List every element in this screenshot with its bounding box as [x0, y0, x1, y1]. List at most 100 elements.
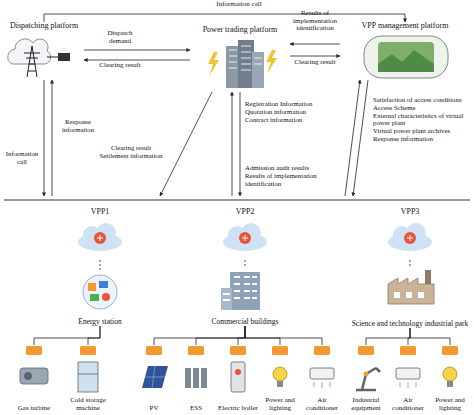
flow-arrows: [240, 92, 241, 196]
device-icons: [364, 372, 369, 377]
vpp-cloud-icon: [242, 235, 248, 241]
device-icons: [201, 368, 207, 388]
device-node: Air conditioner: [301, 345, 343, 413]
label-group: Registration InformationQuotation inform…: [245, 100, 345, 123]
flow-label: Admission audit results: [245, 164, 340, 172]
device-icons: [396, 368, 420, 379]
flow-label: Contract information: [245, 116, 345, 124]
device-icons: [78, 374, 98, 375]
node-label: Commercial buildings: [212, 318, 279, 326]
device-icons: [235, 369, 241, 375]
device-node: Industrial equipment: [345, 345, 387, 413]
connector: [245, 326, 322, 345]
edge-label: Dispatch demand: [98, 30, 142, 45]
trading-icon: [226, 46, 240, 88]
device-icons: [273, 367, 287, 381]
dispatch-icon: [47, 57, 58, 58]
node-label: Power and lighting: [259, 397, 301, 413]
connector: [88, 326, 100, 345]
node-label: Electric boiler: [218, 405, 258, 413]
label-group: Clearing resultSettlement information: [96, 144, 166, 160]
device-router: [272, 346, 288, 355]
device-node: Electric boiler: [217, 345, 259, 413]
device-icons: [443, 367, 457, 381]
device-node: ESS: [175, 345, 217, 413]
divider-line: [4, 200, 470, 201]
edge-label: Clearing result: [98, 62, 142, 70]
flow-arrows: [44, 80, 45, 196]
energy-station-icon: [88, 283, 96, 291]
device-router: [26, 346, 458, 355]
energy-station-icon: [83, 275, 117, 309]
flow-arrows: [52, 80, 53, 196]
factory-icon: [388, 278, 434, 304]
node-label: Gas turbine: [18, 405, 50, 413]
trading-icon: [229, 46, 262, 70]
connector: [84, 60, 190, 61]
vpp-cloud-icon: [94, 232, 106, 244]
vpp-node: VPP3: [380, 208, 440, 260]
platform-node: Dispatching platform: [4, 22, 84, 78]
node-label: ESS: [190, 405, 202, 413]
label-group: Response information: [56, 118, 100, 134]
building-icon: [223, 277, 257, 300]
factory-icon: [388, 270, 434, 304]
label-group: Information call: [3, 150, 41, 166]
flow-label: Results of implementation identification: [245, 172, 340, 188]
device-icons: [314, 382, 330, 388]
flow-label: Response information: [373, 135, 473, 143]
flow-arrows: [44, 80, 368, 196]
device-icons: [145, 366, 165, 388]
energy-station-icon: [90, 294, 99, 301]
device-icons: [78, 362, 98, 392]
connector: [154, 326, 245, 345]
device-router: [188, 346, 204, 355]
device-router: [230, 346, 246, 355]
connector: [290, 44, 340, 45]
node-label: Air conditioner: [387, 397, 429, 413]
flow-label: Satisfaction of access conditions: [373, 96, 473, 104]
device-router: [314, 346, 330, 355]
vpp-platform-icon: [378, 42, 434, 72]
flow-label: Access Scheme: [373, 104, 473, 112]
connector: [100, 260, 101, 270]
device-node: Power and lighting: [259, 345, 301, 413]
edge-label: Results of implementation identification: [290, 10, 340, 33]
connector: [84, 50, 190, 51]
device-router: [146, 346, 162, 355]
device-node: PV: [133, 345, 175, 413]
device-icons: [185, 368, 191, 388]
connector: [245, 326, 280, 345]
edge-label: Information call: [196, 1, 282, 9]
dispatch-icon: [24, 46, 40, 77]
dispatch-icon: [58, 53, 70, 61]
trading-icon: [266, 50, 277, 74]
vpp-cloud-icon: [404, 232, 416, 244]
node-label: Power trading platform: [203, 26, 278, 35]
edge-label: Clearing result: [292, 59, 338, 67]
connector: [34, 326, 100, 345]
device-icons: [400, 382, 416, 388]
flow-label: Clearing result: [96, 144, 166, 152]
building-icon: [221, 272, 260, 310]
device-node: Gas turbine: [11, 345, 57, 413]
device-node: Power and lighting: [429, 345, 471, 413]
connector: [245, 260, 246, 268]
label-group: Admission audit resultsResults of implem…: [245, 164, 340, 187]
device-icons: [310, 368, 334, 379]
node-label: Science and technology industrial park: [352, 320, 469, 328]
connector: [366, 328, 410, 345]
connector: [238, 326, 245, 345]
flow-label: External characteristics of virtual powe…: [373, 112, 473, 128]
node-label: Cold storage machine: [65, 397, 111, 413]
device-icons: [231, 362, 245, 392]
trading-icon: [208, 40, 277, 88]
flow-arrows: [232, 92, 233, 196]
site-node: Energy station: [60, 270, 140, 326]
device-router: [400, 346, 416, 355]
factory-icon: [394, 292, 400, 298]
node-label: VPP1: [91, 208, 110, 217]
device-node: Air conditioner: [387, 345, 429, 413]
vpp-platform-icon: [364, 36, 448, 78]
